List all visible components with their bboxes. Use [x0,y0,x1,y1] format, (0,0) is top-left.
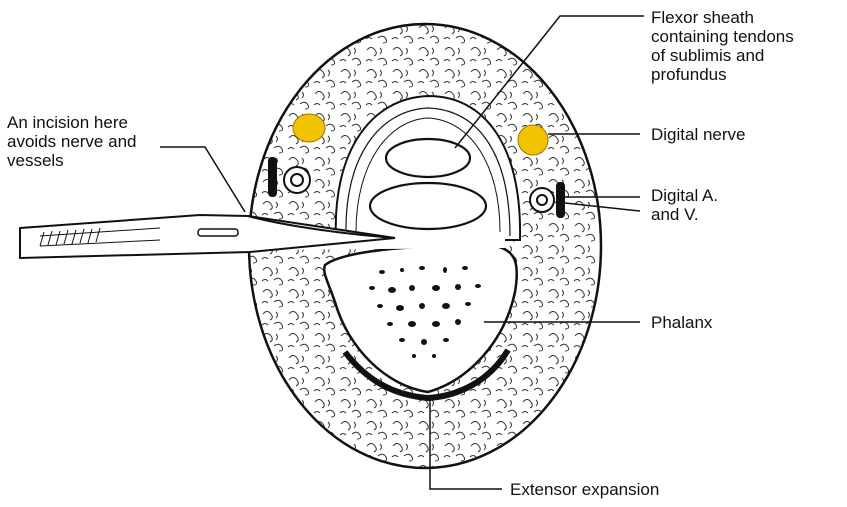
phalanx-label: Phalanx [651,313,712,332]
digital-nerve-left [293,114,325,142]
digital-vein-left [268,157,277,197]
digital-vein-right [556,182,565,218]
digital-av-label: Digital A. and V. [651,186,718,224]
digital-artery-left [284,167,310,193]
extensor-expansion-label: Extensor expansion [510,480,659,499]
incision-label: An incision here avoids nerve and vessel… [7,113,136,170]
digital-nerve-label: Digital nerve [651,125,746,144]
flexor-sheath-label: Flexor sheath containing tendons of subl… [651,8,794,84]
profundus-tendon [370,183,486,229]
digital-nerve-right [518,125,548,155]
digital-artery-right [530,188,554,212]
